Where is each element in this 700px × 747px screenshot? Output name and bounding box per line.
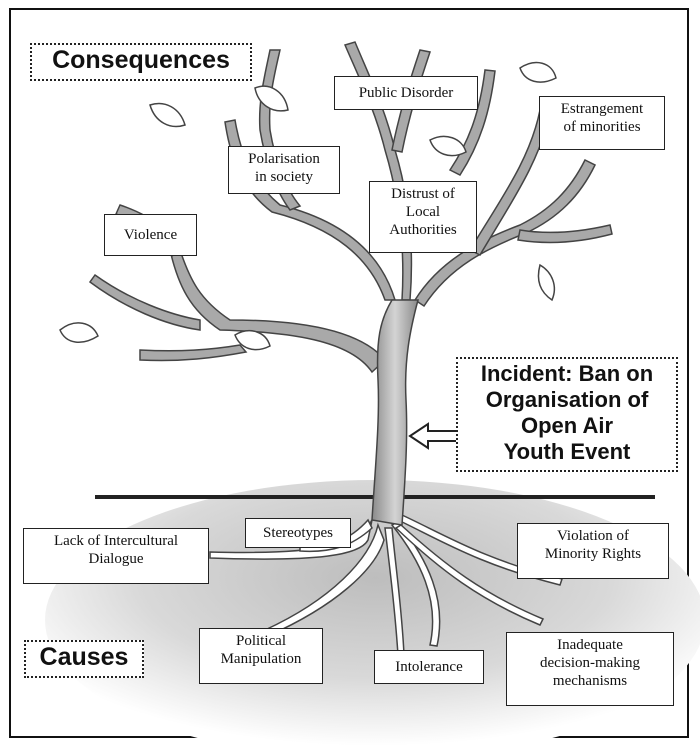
- decision-making-label: Inadequate decision-making mechanisms: [506, 632, 674, 706]
- polarisation-label: Polarisation in society: [228, 146, 340, 194]
- lack-of-dialogue-label: Lack of Intercultural Dialogue: [23, 528, 209, 584]
- minority-rights-label: Violation of Minority Rights: [517, 523, 669, 579]
- estrangement-label: Estrangement of minorities: [539, 96, 665, 150]
- public-disorder-label: Public Disorder: [334, 76, 478, 110]
- political-manipulation-label: Political Manipulation: [199, 628, 323, 684]
- arrow-icon: [410, 424, 458, 448]
- causes-heading: Causes: [24, 640, 144, 678]
- violence-label: Violence: [104, 214, 197, 256]
- intolerance-label: Intolerance: [374, 650, 484, 684]
- distrust-label: Distrust of Local Authorities: [369, 181, 477, 253]
- incident-heading: Incident: Ban on Organisation of Open Ai…: [456, 357, 678, 472]
- consequences-heading: Consequences: [30, 43, 252, 81]
- stereotypes-label: Stereotypes: [245, 518, 351, 548]
